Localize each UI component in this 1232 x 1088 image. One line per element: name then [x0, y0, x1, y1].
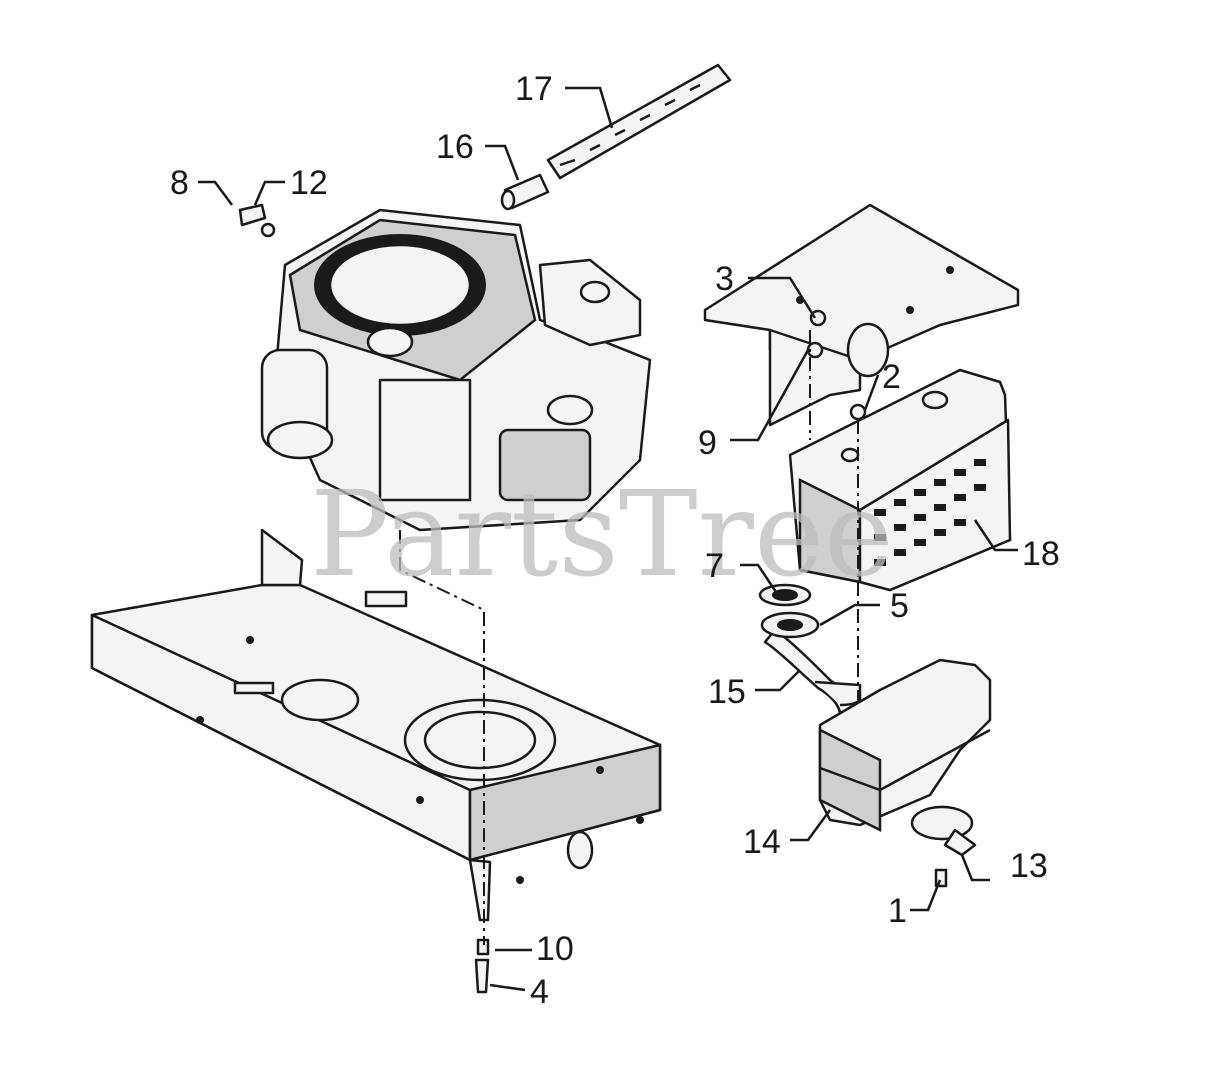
- muffler-deflector[interactable]: [910, 805, 977, 857]
- assembly-centerlines: [399, 330, 859, 945]
- exhaust-pipe[interactable]: [763, 628, 862, 717]
- exhaust-gasket[interactable]: [758, 583, 820, 639]
- callout-9[interactable]: 9: [698, 424, 717, 462]
- callout-15[interactable]: 15: [708, 673, 746, 711]
- engine[interactable]: [260, 208, 652, 532]
- chassis-plate[interactable]: [90, 528, 662, 922]
- callout-2[interactable]: 2: [882, 358, 901, 396]
- heat-shield-louvers: [874, 459, 986, 566]
- hose-fitting[interactable]: [500, 173, 550, 211]
- callout-7[interactable]: 7: [705, 547, 724, 585]
- callout-5[interactable]: 5: [890, 587, 909, 625]
- callout-4[interactable]: 4: [530, 973, 549, 1011]
- callout-10[interactable]: 10: [536, 930, 574, 968]
- callout-14[interactable]: 14: [743, 823, 781, 861]
- callout-12[interactable]: 12: [290, 164, 328, 202]
- callout-3[interactable]: 3: [715, 260, 734, 298]
- callout-8[interactable]: 8: [170, 164, 189, 202]
- hardware-bolts[interactable]: [474, 309, 948, 994]
- callout-17[interactable]: 17: [515, 70, 553, 108]
- callout-leaders: [198, 86, 1018, 992]
- breather-hose[interactable]: [546, 63, 732, 180]
- callout-18[interactable]: 18: [1022, 535, 1060, 573]
- mounting-bracket[interactable]: [703, 203, 1020, 427]
- fastener-bolt[interactable]: [238, 203, 276, 238]
- callout-13[interactable]: 13: [1010, 847, 1048, 885]
- callout-16[interactable]: 16: [436, 128, 474, 166]
- watermark: PartsTree: [310, 465, 894, 603]
- heat-shield[interactable]: [788, 368, 1012, 592]
- callout-1[interactable]: 1: [888, 892, 907, 930]
- callout-labels: 17 16 8 12 3 2 9 18 7 5 15 14 13 1 10 4: [170, 70, 1060, 1011]
